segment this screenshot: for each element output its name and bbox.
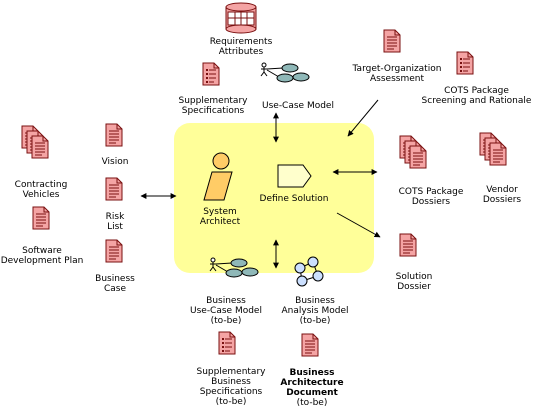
supplementary-business-specifications-label: Supplementary Business Specifications (t… [196,367,266,407]
supplementary-specifications-label: Supplementary Specifications [178,96,248,116]
business-architecture-document-label: Business Architecture Document [280,368,344,398]
business-use-case-model-label: Business Use-Case Model (to-be) [190,296,262,326]
system-architect-label: System Architect [199,207,241,227]
use-case-model-label: Use-Case Model [262,101,334,111]
risk-list-label: Risk List [105,212,125,232]
business-architecture-document-icon [301,333,319,357]
software-development-plan-label: Software Development Plan [0,246,84,266]
vision-label: Vision [101,157,129,167]
target-organization-assessment-icon [383,29,401,53]
business-analysis-model-label: Business Analysis Model (to-be) [281,296,349,326]
define-solution-icon [277,164,312,188]
solution-dossier-label: Solution Dossier [395,272,433,292]
vision-icon [105,123,123,147]
use-case-model-icon [260,62,310,83]
business-architecture-document-suffix: (to-be) [296,398,328,408]
arrow-solution-dossier [336,212,381,238]
solution-dossier-icon [399,233,417,257]
vendor-dossiers-icon [480,133,506,165]
vendor-dossiers-label: Vendor Dossiers [482,185,522,205]
business-case-icon [105,239,123,263]
business-analysis-model-icon [294,256,324,287]
contracting-vehicles-label: Contracting Vehicles [14,180,68,200]
risk-list-icon [105,177,123,201]
cots-package-dossiers-label: COTS Package Dossiers [398,187,464,207]
cots-package-dossiers-icon [400,136,426,168]
cots-screening-icon [456,51,474,75]
requirements-attributes-icon [225,2,257,34]
supplementary-specifications-icon [202,62,220,86]
requirements-attributes-label: Requirements Attributes [209,37,273,57]
business-case-label: Business Case [95,274,135,294]
arrow-target-org [347,99,379,137]
software-development-plan-icon [32,206,50,230]
define-solution-label: Define Solution [259,194,329,204]
contracting-vehicles-icon [22,126,48,158]
target-organization-assessment-label: Target-Organization Assessment [352,64,442,84]
cots-screening-label: COTS Package Screening and Rationale [421,86,532,106]
supplementary-business-specifications-icon [218,331,236,355]
system-architect-icon [203,152,233,201]
